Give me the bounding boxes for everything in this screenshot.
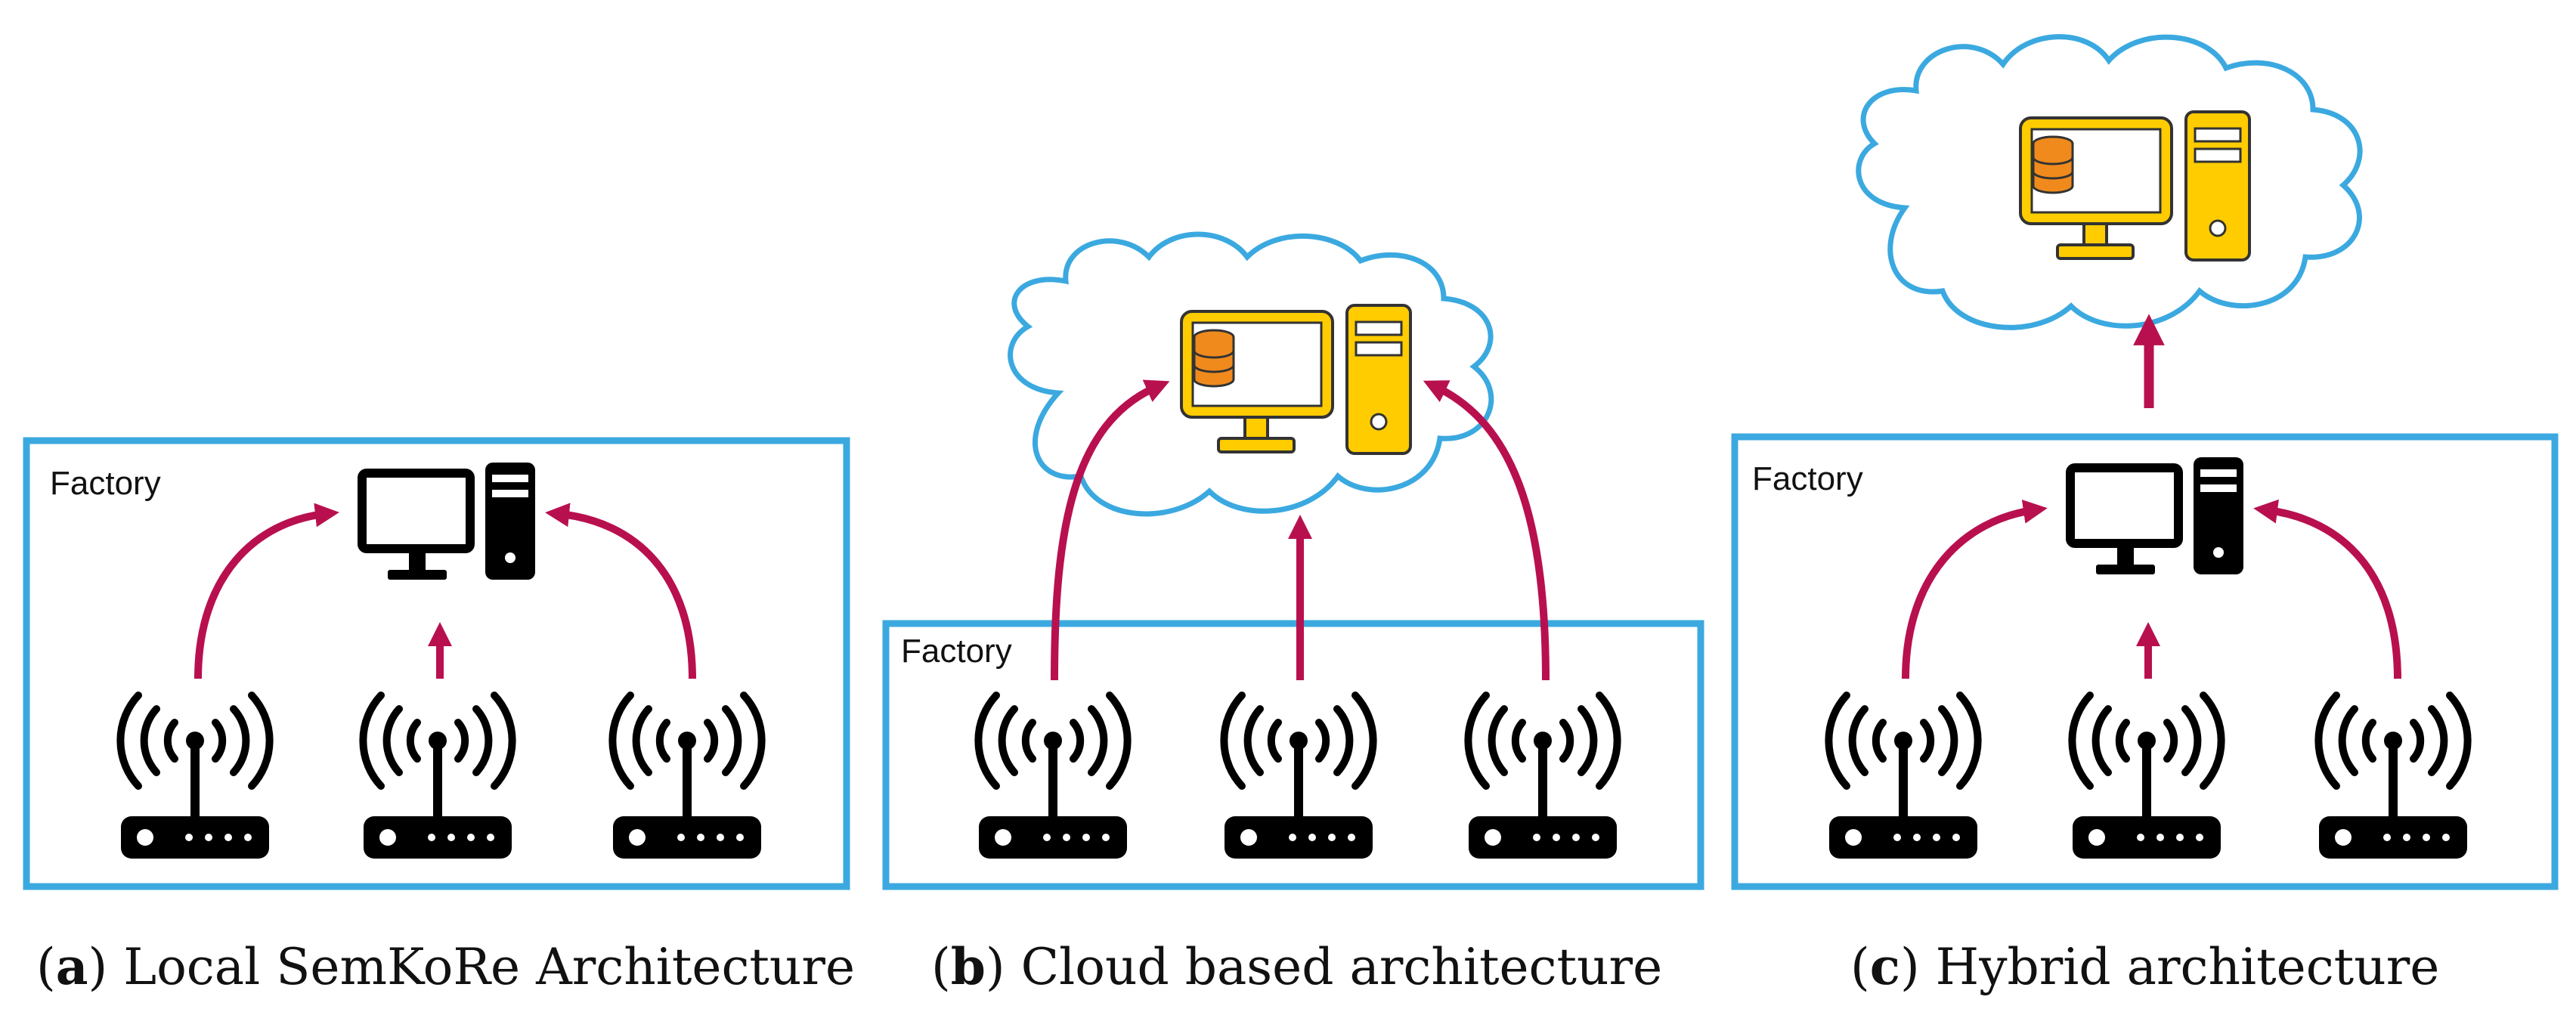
data-flow-arrow xyxy=(545,503,696,679)
desktop-computer-icon xyxy=(2066,457,2243,574)
panel-b-cloud: Factory (b) Cloud based architecture xyxy=(882,231,1704,996)
caption-a: (a) Local SemKoRe Architecture xyxy=(36,937,855,996)
wifi-router-icon xyxy=(363,695,512,859)
wifi-router-icon xyxy=(1828,695,1977,859)
wifi-router-icon xyxy=(2318,695,2467,859)
wifi-router-icon xyxy=(2072,695,2221,859)
factory-frame xyxy=(23,437,850,890)
data-flow-arrow xyxy=(1902,500,2048,679)
factory-frame xyxy=(882,620,1704,890)
factory-label: Factory xyxy=(50,465,161,502)
factory-label: Factory xyxy=(901,633,1012,670)
desktop-computer-icon xyxy=(358,463,535,580)
panel-c-hybrid: Factory (c) Hybrid architecture xyxy=(1731,34,2559,996)
caption-c: (c) Hybrid architecture xyxy=(1850,937,2439,996)
wifi-router-icon xyxy=(978,695,1127,859)
data-flow-arrow xyxy=(1423,380,1550,681)
wifi-router-icon xyxy=(1468,695,1617,859)
caption-b: (b) Cloud based architecture xyxy=(931,937,1662,996)
factory-label: Factory xyxy=(1752,460,1863,497)
data-flow-arrow xyxy=(1051,379,1170,681)
wifi-router-icon xyxy=(612,695,761,859)
data-flow-arrow xyxy=(2253,499,2401,679)
factory-frame xyxy=(1731,433,2559,890)
wifi-router-icon xyxy=(120,695,269,859)
wifi-router-icon xyxy=(1224,695,1373,859)
data-flow-arrow xyxy=(194,503,339,679)
panel-a-local: Factory (a) Local SemKoRe Architecture xyxy=(23,437,855,996)
